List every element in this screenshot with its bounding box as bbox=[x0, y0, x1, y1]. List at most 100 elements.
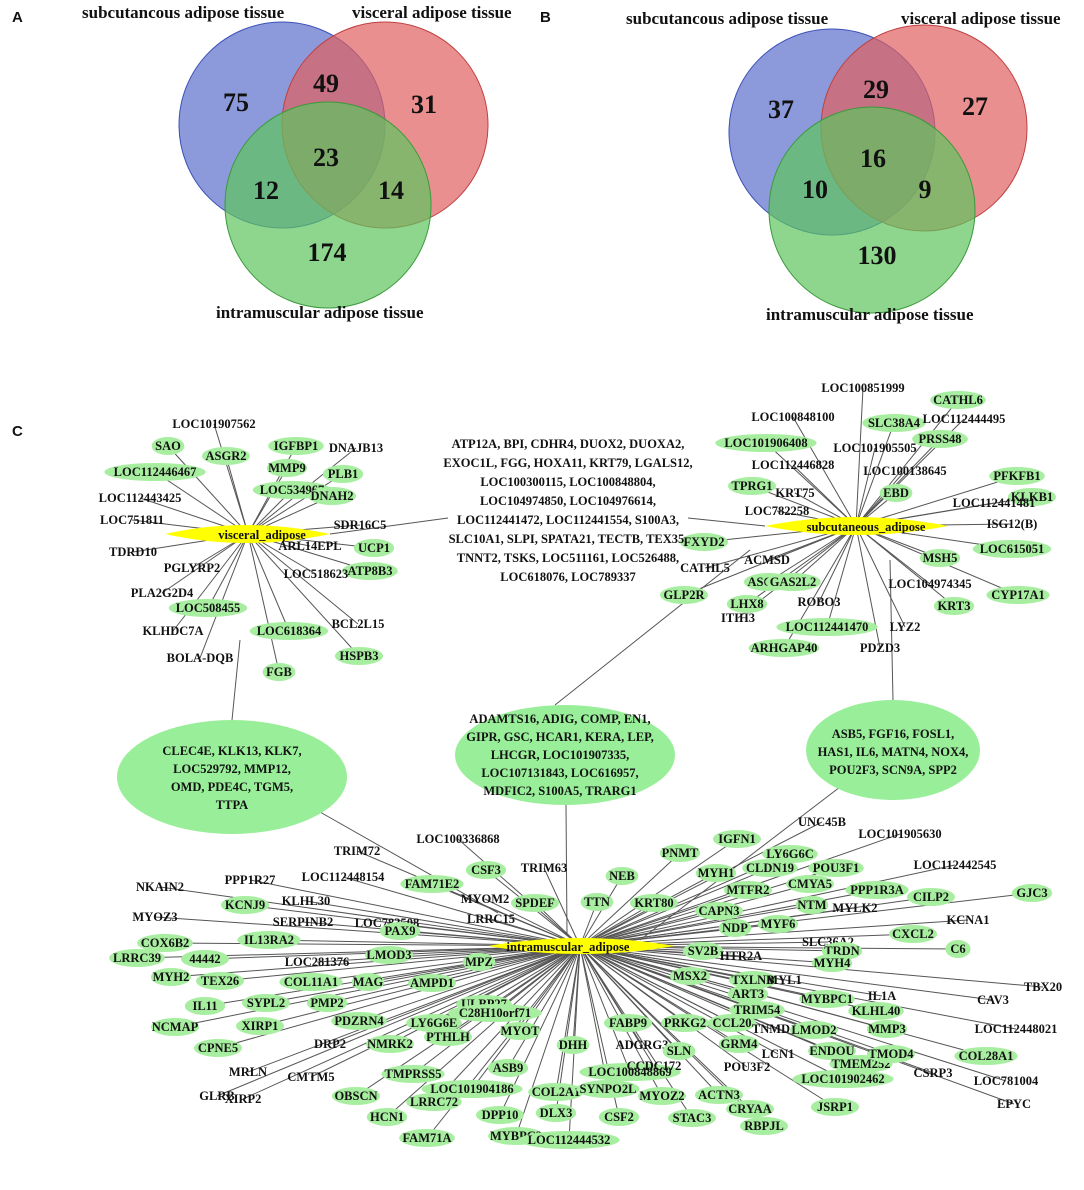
network-edge bbox=[792, 464, 857, 527]
network-edge bbox=[579, 945, 748, 1068]
gene-node: LOC100138645 bbox=[863, 464, 946, 478]
gene-label: COL2A1 bbox=[532, 1085, 581, 1099]
venn-b-intramuscular-circle bbox=[768, 106, 976, 314]
gene-label: KRT3 bbox=[938, 599, 971, 613]
network-edge bbox=[565, 804, 568, 936]
gene-label: KLHL30 bbox=[282, 894, 331, 908]
gene-label: LOC112441481 bbox=[953, 496, 1036, 510]
gene-node: ASGR2 bbox=[202, 447, 250, 465]
gene-node-ellipse bbox=[598, 1108, 640, 1126]
gene-node-ellipse bbox=[954, 1047, 1018, 1065]
gene-label: TDRD10 bbox=[109, 545, 157, 559]
gene-node: LOC782258 bbox=[745, 504, 810, 518]
gene-node: KLHL30 bbox=[282, 894, 331, 908]
gene-label: PMP2 bbox=[310, 996, 343, 1010]
gene-label: PPP1R3A bbox=[850, 883, 903, 897]
gene-label: CAV3 bbox=[977, 993, 1009, 1007]
gene-node: MYH4 bbox=[811, 954, 853, 972]
gene-label: LOC104974345 bbox=[888, 577, 971, 591]
gene-label: GLRB bbox=[199, 1089, 234, 1103]
gene-node-ellipse bbox=[306, 994, 348, 1012]
network-edge bbox=[247, 533, 290, 632]
gene-label: LOC100848100 bbox=[751, 410, 834, 424]
gene-node: EPYC bbox=[997, 1097, 1031, 1111]
gene-node: TXLNB bbox=[729, 971, 777, 989]
gene-node: PGLYRP2 bbox=[164, 561, 221, 575]
gene-node: KRT80 bbox=[630, 894, 678, 912]
venn-b-sub-vis: 29 bbox=[863, 75, 889, 104]
network-edge bbox=[579, 904, 813, 947]
gene-node: LOC101905630 bbox=[858, 827, 941, 841]
gene-node: LMOD2 bbox=[790, 1021, 838, 1039]
gene-node-ellipse bbox=[718, 919, 752, 937]
hub-node-intramuscular: intramuscular_adipose bbox=[488, 938, 675, 954]
gene-node: CATHL6 bbox=[930, 391, 986, 409]
group-vis-sub-line: LOC112441472, LOC112441554, S100A3, bbox=[457, 513, 679, 527]
gene-node: SYNPO2L bbox=[576, 1080, 640, 1098]
gene-node-ellipse bbox=[808, 859, 864, 877]
venn-a-sub-only: 75 bbox=[223, 88, 249, 117]
gene-node: MYH1 bbox=[695, 864, 737, 882]
gene-node: MYOZ2 bbox=[638, 1087, 686, 1105]
group-sub-intra-ellipse bbox=[806, 700, 980, 800]
gene-node: NEB bbox=[605, 867, 639, 885]
gene-node: KRT3 bbox=[933, 597, 975, 615]
gene-node-ellipse bbox=[322, 465, 364, 483]
gene-node: MYOZ3 bbox=[132, 910, 177, 924]
gene-node: LY6G6E bbox=[406, 1014, 462, 1032]
gene-node-ellipse bbox=[421, 1080, 523, 1098]
gene-label: MYOZ2 bbox=[639, 1089, 684, 1103]
gene-node: LOC101902462 bbox=[792, 1070, 894, 1088]
gene-label: CSRP3 bbox=[914, 1066, 953, 1080]
network-edge bbox=[579, 945, 883, 997]
gene-label: PPP1R27 bbox=[225, 873, 276, 887]
gene-node-ellipse bbox=[660, 586, 708, 604]
gene-label: SAO bbox=[155, 439, 181, 453]
gene-label: LMOD2 bbox=[791, 1023, 836, 1037]
network-edge bbox=[855, 447, 876, 527]
gene-node: CYP17A1 bbox=[986, 586, 1050, 604]
network-edge bbox=[792, 525, 857, 583]
network-edge bbox=[579, 919, 969, 947]
gene-node-ellipse bbox=[379, 922, 421, 940]
gene-node-ellipse bbox=[989, 467, 1045, 485]
gene-node: SYPL2 bbox=[242, 994, 290, 1012]
gene-node: LHX8 bbox=[726, 595, 768, 613]
gene-label: CPNE5 bbox=[198, 1041, 238, 1055]
gene-node-ellipse bbox=[889, 925, 937, 943]
gene-node: KRT75 bbox=[775, 486, 814, 500]
gene-label: ASGR2 bbox=[206, 449, 247, 463]
venn-diagram-b: subcutancous adipose tissue visceral adi… bbox=[626, 9, 1061, 324]
gene-label: SYPL2 bbox=[247, 996, 285, 1010]
network-edge bbox=[249, 879, 581, 947]
gene-label: MYH4 bbox=[814, 956, 852, 970]
gene-label: LHX8 bbox=[730, 597, 763, 611]
venn-b-visceral-label: visceral adipose tissue bbox=[901, 9, 1061, 28]
gene-node-ellipse bbox=[381, 1065, 445, 1083]
gene-node: LOC101905505 bbox=[833, 441, 916, 455]
gene-label: POU3F1 bbox=[813, 861, 860, 875]
gene-node: C6 bbox=[945, 940, 971, 958]
gene-node-ellipse bbox=[799, 990, 855, 1008]
gene-node: LRRC72 bbox=[406, 1093, 462, 1111]
gene-node: SERPINB2 bbox=[273, 915, 333, 929]
gene-label: MMP3 bbox=[868, 1022, 905, 1036]
gene-node-ellipse bbox=[907, 888, 955, 906]
network-edge bbox=[579, 945, 655, 1067]
gene-node: DNAH2 bbox=[308, 487, 356, 505]
group-all-line: LOC107131843, LOC616957, bbox=[481, 766, 638, 780]
gene-node: TMPRSS5 bbox=[381, 1065, 445, 1083]
gene-node: PDZD3 bbox=[860, 641, 900, 655]
gene-node-ellipse bbox=[202, 447, 250, 465]
gene-node: CILP2 bbox=[907, 888, 955, 906]
gene-label: LOC112441470 bbox=[786, 620, 869, 634]
gene-node-ellipse bbox=[726, 595, 768, 613]
gene-label: SLN bbox=[667, 1044, 691, 1058]
gene-label: CRYAA bbox=[728, 1102, 772, 1116]
network-edge bbox=[207, 533, 249, 609]
gene-node: XIRP2 bbox=[225, 1092, 262, 1106]
gene-node: DNAJB13 bbox=[329, 441, 383, 455]
gene-label: LYZ2 bbox=[890, 620, 921, 634]
gene-label: DNAJB13 bbox=[329, 441, 383, 455]
